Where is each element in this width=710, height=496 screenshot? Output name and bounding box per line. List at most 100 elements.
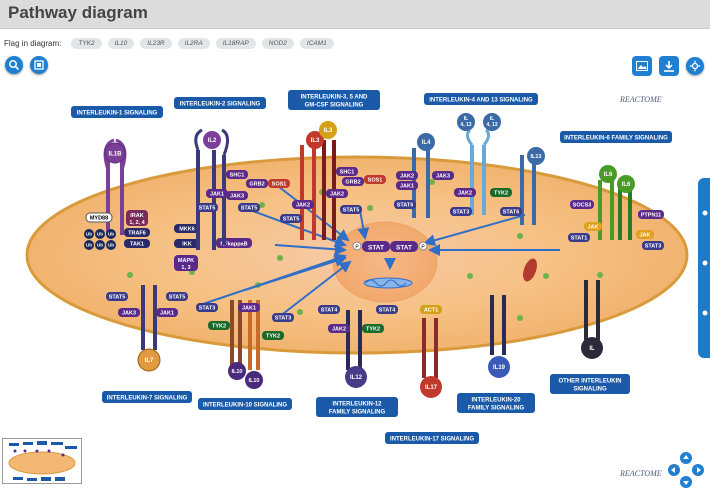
fit-button[interactable]	[30, 56, 48, 74]
il7-receptor[interactable]: IL7	[137, 285, 161, 372]
svg-text:STAT6: STAT6	[503, 210, 520, 216]
svg-text:IL: IL	[589, 346, 595, 352]
svg-text:MKK6: MKK6	[179, 227, 195, 233]
svg-text:PTPN11: PTPN11	[641, 213, 661, 219]
il6-signaling-label[interactable]: INTERLEUKIN-6 FAMILY SIGNALING	[560, 131, 672, 143]
il2-receptor[interactable]: IL2	[194, 128, 229, 250]
search-button[interactable]	[5, 56, 23, 74]
flag-chip-il2ra[interactable]: IL2RA	[177, 37, 210, 49]
flag-row: Flag in diagram: TYK2 IL10 IL23R IL2RA I…	[4, 35, 334, 51]
il20-signaling-label[interactable]: INTERLEUKIN-20 FAMILY SIGNALING	[457, 393, 535, 413]
svg-text:STAT4: STAT4	[321, 308, 339, 314]
flag-chip-il10[interactable]: IL10	[107, 37, 135, 49]
il12-receptor[interactable]: IL12	[345, 310, 367, 388]
flag-chip-nod2[interactable]: NOD2	[261, 37, 294, 49]
page-title: Pathway diagram	[8, 3, 148, 22]
download-icon	[664, 61, 674, 72]
il10-receptor[interactable]: IL10 IL10	[228, 300, 263, 389]
svg-text:P: P	[421, 245, 425, 251]
image-export-button[interactable]	[632, 56, 652, 76]
svg-text:TYK2: TYK2	[494, 191, 508, 197]
download-button[interactable]	[659, 56, 679, 76]
svg-text:INTERLEUKIN-7 SIGNALING: INTERLEUKIN-7 SIGNALING	[107, 396, 188, 402]
flag-chip-tyk2[interactable]: TYK2	[71, 37, 102, 49]
side-panel-tab[interactable]	[698, 178, 710, 358]
dna-icon	[363, 277, 413, 289]
svg-text:INTERLEUKIN-1 SIGNALING: INTERLEUKIN-1 SIGNALING	[77, 111, 158, 117]
svg-text:1, 3: 1, 3	[181, 265, 190, 271]
il3-complex[interactable]: SHC1 GRB2 SOS1 JAK2 JAK2 STAT5 STAT5	[280, 167, 386, 223]
svg-text:JAK1: JAK1	[242, 306, 256, 312]
svg-text:IL2: IL2	[208, 138, 217, 144]
other-il-signaling-label[interactable]: OTHER INTERLEUKIN SIGNALING	[550, 374, 630, 394]
search-icon	[9, 60, 20, 71]
il10-signaling-label[interactable]: INTERLEUKIN-10 SIGNALING	[198, 398, 292, 410]
reactome-logo-top: REACTOME	[619, 95, 662, 104]
svg-text:Ub: Ub	[108, 232, 114, 237]
fit-icon	[34, 60, 44, 70]
il4-signaling-label[interactable]: INTERLEUKIN-4 AND 13 SIGNALING	[424, 93, 538, 105]
svg-text:IL1B: IL1B	[108, 152, 122, 158]
svg-text:TYK2: TYK2	[266, 334, 280, 340]
svg-text:MYD88: MYD88	[90, 216, 108, 222]
il4-complex[interactable]: JAK2 JAK1 JAK3 JAK2 TYK2 STAT6 STAT3 STA…	[394, 171, 522, 216]
svg-text:IL12: IL12	[350, 375, 363, 381]
il17-signaling-label[interactable]: INTERLEUKIN-17 SIGNALING	[385, 432, 479, 444]
il7-complex[interactable]: STAT5 STAT5 JAK3 JAK1	[106, 292, 188, 317]
svg-text:INTERLEUKIN-4 AND 13 SIGNALING: INTERLEUKIN-4 AND 13 SIGNALING	[429, 98, 533, 104]
svg-text:STAT: STAT	[396, 245, 412, 252]
side-panel-icons	[702, 210, 708, 316]
svg-text:STAT5: STAT5	[109, 295, 126, 301]
svg-text:STAT1: STAT1	[571, 236, 588, 242]
il10-complex[interactable]: STAT3 JAK1 STAT3 TYK2 TYK2	[196, 303, 294, 340]
svg-text:MAPK: MAPK	[178, 258, 194, 264]
svg-text:JAK1: JAK1	[400, 184, 414, 190]
il7-signaling-label[interactable]: INTERLEUKIN-7 SIGNALING	[102, 391, 192, 403]
svg-text:4, 13: 4, 13	[460, 122, 471, 128]
il6-receptor[interactable]: IL6 IL6	[598, 165, 635, 240]
settings-icon	[689, 60, 701, 72]
svg-text:JAK: JAK	[587, 225, 598, 231]
flag-label: Flag in diagram:	[4, 38, 62, 48]
svg-text:STAT3: STAT3	[645, 244, 662, 250]
svg-text:JAK2: JAK2	[296, 203, 310, 209]
svg-text:STAT5: STAT5	[343, 208, 360, 214]
other-il-receptor[interactable]: IL	[581, 280, 603, 359]
svg-text:IL19: IL19	[493, 365, 506, 371]
il3-receptor[interactable]: IL3 IL3	[300, 121, 337, 240]
il2-complex[interactable]: SHC1 GRB2 SOS1 JAK1 JAK3 STAT5 STAT5	[196, 170, 290, 212]
svg-text:Ub: Ub	[86, 232, 92, 237]
svg-text:SOS1: SOS1	[272, 182, 287, 188]
il3-signaling-label[interactable]: INTERLEUKIN-3, 5 AND GM-CSF SIGNALING	[288, 90, 380, 110]
flag-chip-il18rap[interactable]: IL18RAP	[215, 37, 256, 49]
navigation-pad[interactable]	[668, 452, 704, 488]
settings-button[interactable]	[686, 57, 704, 75]
svg-text:TRAF6: TRAF6	[128, 231, 146, 237]
svg-text:FAMILY SIGNALING: FAMILY SIGNALING	[329, 410, 386, 416]
flag-chip-icam1[interactable]: ICAM1	[299, 37, 334, 49]
svg-text:IL4: IL4	[422, 140, 431, 146]
svg-text:STAT4: STAT4	[379, 308, 397, 314]
il4-receptor[interactable]: IL4 IL13 IL 4, 13 IL 4, 13	[412, 113, 545, 225]
svg-text:IL3: IL3	[324, 128, 333, 134]
il2-signaling-label[interactable]: INTERLEUKIN-2 SIGNALING	[174, 97, 266, 109]
diagram-thumbnail[interactable]	[2, 438, 82, 484]
svg-text:JAK2: JAK2	[332, 327, 346, 333]
il20-receptor[interactable]: IL19	[488, 295, 510, 378]
svg-text:STAT: STAT	[368, 245, 384, 252]
il1-signaling-label[interactable]: INTERLEUKIN-1 SIGNALING	[71, 106, 163, 118]
svg-text:Ub: Ub	[108, 243, 114, 248]
svg-text:JAK3: JAK3	[122, 311, 136, 317]
il6-complex[interactable]: SOCS3 PTPN11 JAK JAK STAT1 STAT3	[568, 200, 664, 250]
il17-receptor[interactable]: IL17 ACT1	[420, 305, 442, 398]
flag-chip-il23r[interactable]: IL23R	[140, 37, 172, 49]
il1-complex[interactable]: MYD88 IRAK 1, 2, 4 TRAF6 TAK1 MKK6 IKK M…	[85, 210, 252, 271]
image-export-icon	[636, 61, 648, 71]
svg-text:STAT5: STAT5	[241, 206, 258, 212]
il12-complex[interactable]: STAT4 STAT4 JAK2 TYK2	[318, 305, 398, 333]
svg-text:STAT3: STAT3	[453, 210, 470, 216]
il12-signaling-label[interactable]: INTERLEUKIN-12 FAMILY SIGNALING	[316, 397, 398, 417]
stat-dimer[interactable]: STAT STAT P P	[352, 241, 428, 252]
svg-text:IRAK: IRAK	[130, 213, 143, 219]
